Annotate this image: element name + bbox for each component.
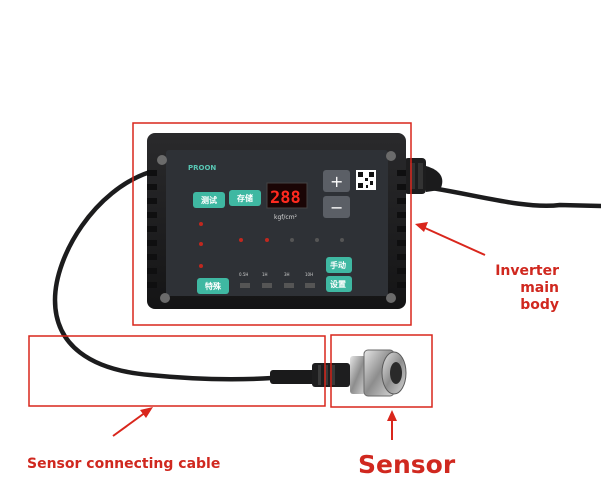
led-display [266,182,308,209]
minus-button [323,196,350,218]
svg-text:3H: 3H [284,272,290,277]
svg-text:设置: 设置 [330,279,346,289]
brand-logo: PROON [188,164,216,172]
sensor-connector [270,349,407,397]
cable-highlight-box [28,335,326,407]
test-button [193,192,225,208]
sensor-highlight-box [330,334,433,408]
svg-text:0.5H: 0.5H [239,272,248,277]
indicator-leds [199,222,344,268]
control-panel: PROON 测试 存储 288 kgf/cm² + − [188,164,376,294]
svg-text:存储: 存储 [236,193,253,203]
cable-annotation: Sensor connecting cable [27,456,221,472]
svg-text:手动: 手动 [330,260,346,270]
inverter-body [147,133,406,309]
svg-text:测试: 测试 [201,195,217,205]
svg-text:10H: 10H [305,272,313,277]
svg-text:+: + [330,172,343,191]
inverter-annotation: Inverter main body [455,263,559,314]
display-value: 288 [270,188,301,208]
inverter-highlight-box [132,122,412,326]
special-button [197,278,229,294]
svg-text:−: − [330,198,343,217]
svg-text:特殊: 特殊 [205,281,222,291]
save-button [229,190,261,206]
cable-gland [404,158,443,194]
sensor-annotation: Sensor [358,450,456,479]
arrows [112,222,486,440]
svg-text:1H: 1H [262,272,268,277]
inverter-annotation-line2: body [520,297,559,313]
manual-button [326,257,352,273]
qr-code [356,170,376,190]
setting-button [326,276,352,292]
plus-button [323,170,350,192]
inverter-annotation-line1: Inverter main [495,263,559,296]
left-cable [52,169,275,382]
unit-label: kgf/cm² [274,214,298,221]
